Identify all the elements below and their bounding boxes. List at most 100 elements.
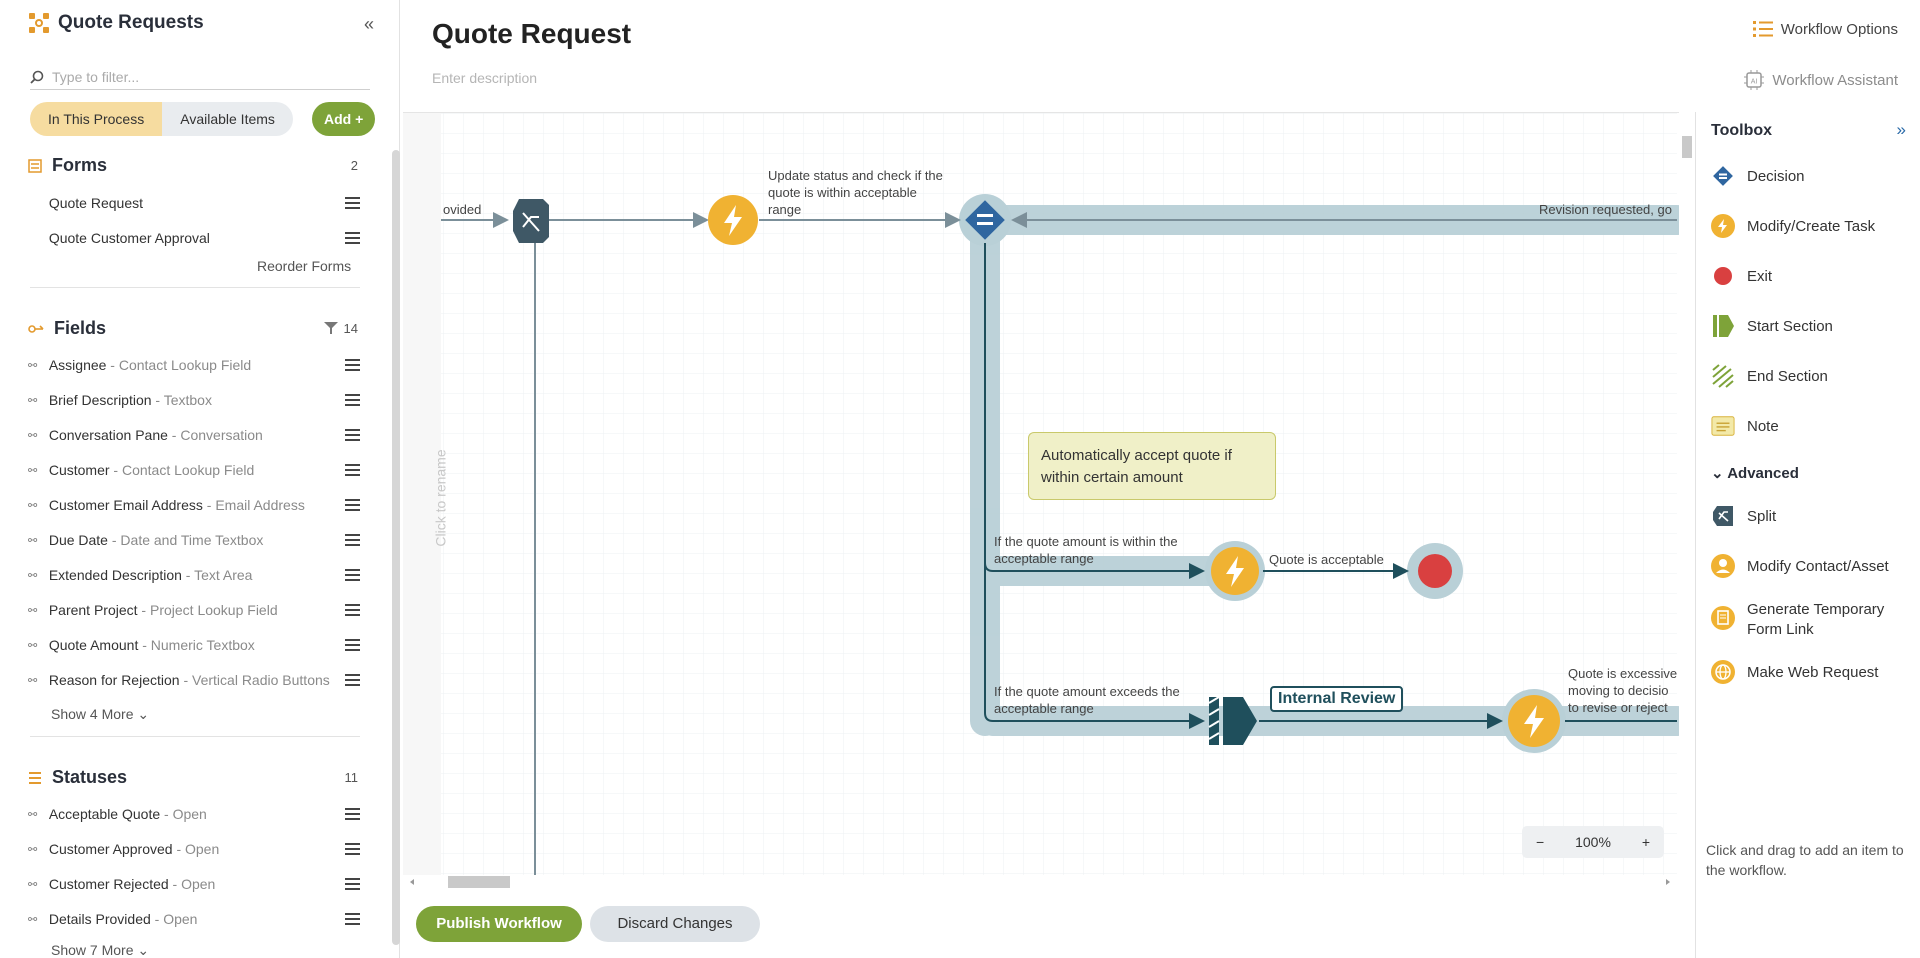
fields-header[interactable]: Fields 14	[28, 318, 358, 339]
field-item[interactable]: ⚯Customer Email Address - Email Address	[28, 490, 361, 520]
decision-node[interactable]	[965, 200, 1005, 240]
drag-handle-icon[interactable]: ⚯	[28, 913, 38, 926]
field-item[interactable]: ⚯Quote Amount - Numeric Textbox	[28, 630, 361, 660]
show-more-fields[interactable]: Show 4 More ⌄	[51, 706, 149, 723]
connector-label[interactable]: ovided	[443, 202, 482, 217]
drag-handle-icon[interactable]: ⚯	[28, 359, 38, 372]
zoom-in-button[interactable]: +	[1641, 834, 1650, 850]
field-item[interactable]: ⚯Parent Project - Project Lookup Field	[28, 595, 361, 625]
tab-available-items[interactable]: Available Items	[162, 102, 293, 136]
connector-label[interactable]: If the quote amount is within the accept…	[994, 534, 1178, 566]
connector-label[interactable]: If the quote amount exceeds the acceptab…	[994, 684, 1180, 716]
item-menu-icon[interactable]	[345, 674, 361, 686]
status-item[interactable]: ⚯Acceptable Quote - Open	[28, 799, 361, 829]
toolbox-note[interactable]: Note	[1711, 414, 1779, 438]
filter-icon[interactable]	[323, 322, 338, 334]
collapse-sidebar-icon[interactable]: «	[364, 14, 375, 34]
item-menu-icon[interactable]	[345, 464, 361, 476]
connector-label[interactable]: Quote is acceptable	[1269, 552, 1384, 567]
toolbox-start-section[interactable]: Start Section	[1711, 314, 1833, 338]
connector-label[interactable]: Update status and check if the quote is …	[768, 168, 943, 217]
field-item[interactable]: ⚯Brief Description - Textbox	[28, 385, 361, 415]
workflow-assistant-button[interactable]: AI Workflow Assistant	[1744, 70, 1898, 90]
horizontal-scrollbar[interactable]	[408, 875, 1672, 889]
note-node[interactable]: Automatically accept quote if within cer…	[1028, 432, 1276, 500]
tab-in-this-process[interactable]: In This Process	[30, 102, 163, 136]
item-menu-icon[interactable]	[345, 499, 361, 511]
drag-handle-icon[interactable]: ⚯	[28, 534, 38, 547]
vertical-scroll-thumb[interactable]	[1682, 136, 1692, 158]
exit-node[interactable]	[1418, 554, 1452, 588]
item-menu-icon[interactable]	[345, 843, 361, 855]
show-more-statuses[interactable]: Show 7 More ⌄	[51, 942, 149, 958]
toolbox-generate-temp-form-link[interactable]: Generate Temporary Form Link	[1711, 600, 1907, 640]
drag-handle-icon[interactable]: ⚯	[28, 429, 38, 442]
item-menu-icon[interactable]	[345, 429, 361, 441]
item-menu-icon[interactable]	[345, 808, 361, 820]
item-menu-icon[interactable]	[345, 534, 361, 546]
item-menu-icon[interactable]	[345, 878, 361, 890]
task-node[interactable]	[1508, 695, 1560, 747]
forms-header[interactable]: Forms 2	[28, 155, 358, 176]
internal-review-section-label[interactable]: Internal Review	[1270, 686, 1404, 712]
advanced-toggle[interactable]: ⌄ Advanced	[1711, 464, 1799, 482]
toolbox-modify-create-task[interactable]: Modify/Create Task	[1711, 214, 1875, 238]
workflow-options-button[interactable]: Workflow Options	[1752, 20, 1898, 38]
connector-label[interactable]: Quote is excessive moving to decisio to …	[1568, 666, 1678, 715]
toolbox-exit[interactable]: Exit	[1711, 264, 1772, 288]
item-menu-icon[interactable]	[345, 569, 361, 581]
status-item[interactable]: ⚯Customer Approved - Open	[28, 834, 361, 864]
toolbox-end-section[interactable]: End Section	[1711, 364, 1828, 388]
start-section-node[interactable]	[1208, 696, 1257, 745]
status-item[interactable]: ⚯Details Provided - Open	[28, 904, 361, 934]
add-button[interactable]: Add +	[312, 102, 376, 136]
toolbox-decision[interactable]: Decision	[1711, 164, 1805, 188]
form-item[interactable]: Quote Customer Approval	[28, 223, 361, 253]
split-node[interactable]	[513, 199, 549, 243]
toolbox-split[interactable]: Split	[1711, 504, 1776, 528]
item-menu-icon[interactable]	[345, 394, 361, 406]
drag-handle-icon[interactable]: ⚯	[28, 674, 38, 687]
field-item[interactable]: ⚯Customer - Contact Lookup Field	[28, 455, 361, 485]
field-item[interactable]: ⚯Reason for Rejection - Vertical Radio B…	[28, 665, 361, 695]
item-menu-icon[interactable]	[345, 639, 361, 651]
item-menu-icon[interactable]	[345, 604, 361, 616]
form-menu-icon[interactable]	[345, 197, 361, 209]
description-field[interactable]: Enter description	[432, 70, 538, 86]
drag-handle-icon[interactable]: ⚯	[28, 878, 38, 891]
filter-input[interactable]	[52, 68, 352, 85]
drag-handle-icon[interactable]: ⚯	[28, 394, 38, 407]
sidebar-scrollbar[interactable]	[392, 150, 400, 945]
drag-handle-icon[interactable]: ⚯	[28, 639, 38, 652]
connector-label[interactable]: Revision requested, go	[1539, 202, 1672, 217]
drag-handle-icon[interactable]: ⚯	[28, 569, 38, 582]
task-node[interactable]	[708, 195, 758, 245]
toolbox-modify-contact-asset[interactable]: Modify Contact/Asset	[1711, 554, 1889, 578]
workflow-canvas[interactable]: ovided Update status and check if the qu…	[403, 112, 1679, 892]
item-menu-icon[interactable]	[345, 359, 361, 371]
drag-handle-icon[interactable]: ⚯	[28, 464, 38, 477]
form-item[interactable]: Quote Request	[28, 188, 361, 218]
rename-hint[interactable]: Click to rename	[432, 449, 449, 547]
reorder-forms-link[interactable]: Reorder Forms	[257, 258, 352, 274]
toolbox-make-web-request[interactable]: Make Web Request	[1711, 660, 1878, 684]
zoom-out-button[interactable]: −	[1536, 834, 1545, 850]
horizontal-scroll-thumb[interactable]	[448, 876, 510, 888]
field-item[interactable]: ⚯Due Date - Date and Time Textbox	[28, 525, 361, 555]
collapse-toolbox-icon[interactable]: »	[1896, 120, 1906, 139]
publish-workflow-button[interactable]: Publish Workflow	[416, 906, 582, 942]
discard-changes-button[interactable]: Discard Changes	[590, 906, 760, 942]
task-node[interactable]	[1211, 547, 1259, 595]
field-item[interactable]: ⚯Assignee - Contact Lookup Field	[28, 350, 361, 380]
status-item[interactable]: ⚯Customer Rejected - Open	[28, 869, 361, 899]
drag-handle-icon[interactable]: ⚯	[28, 604, 38, 617]
item-menu-icon[interactable]	[345, 913, 361, 925]
drag-handle-icon[interactable]: ⚯	[28, 499, 38, 512]
drag-handle-icon[interactable]: ⚯	[28, 808, 38, 821]
workflow-title[interactable]: Quote Request	[432, 18, 632, 49]
field-item[interactable]: ⚯Conversation Pane - Conversation	[28, 420, 361, 450]
form-menu-icon[interactable]	[345, 232, 361, 244]
drag-handle-icon[interactable]: ⚯	[28, 843, 38, 856]
field-item[interactable]: ⚯Extended Description - Text Area	[28, 560, 361, 590]
statuses-header[interactable]: Statuses 11	[28, 767, 358, 788]
